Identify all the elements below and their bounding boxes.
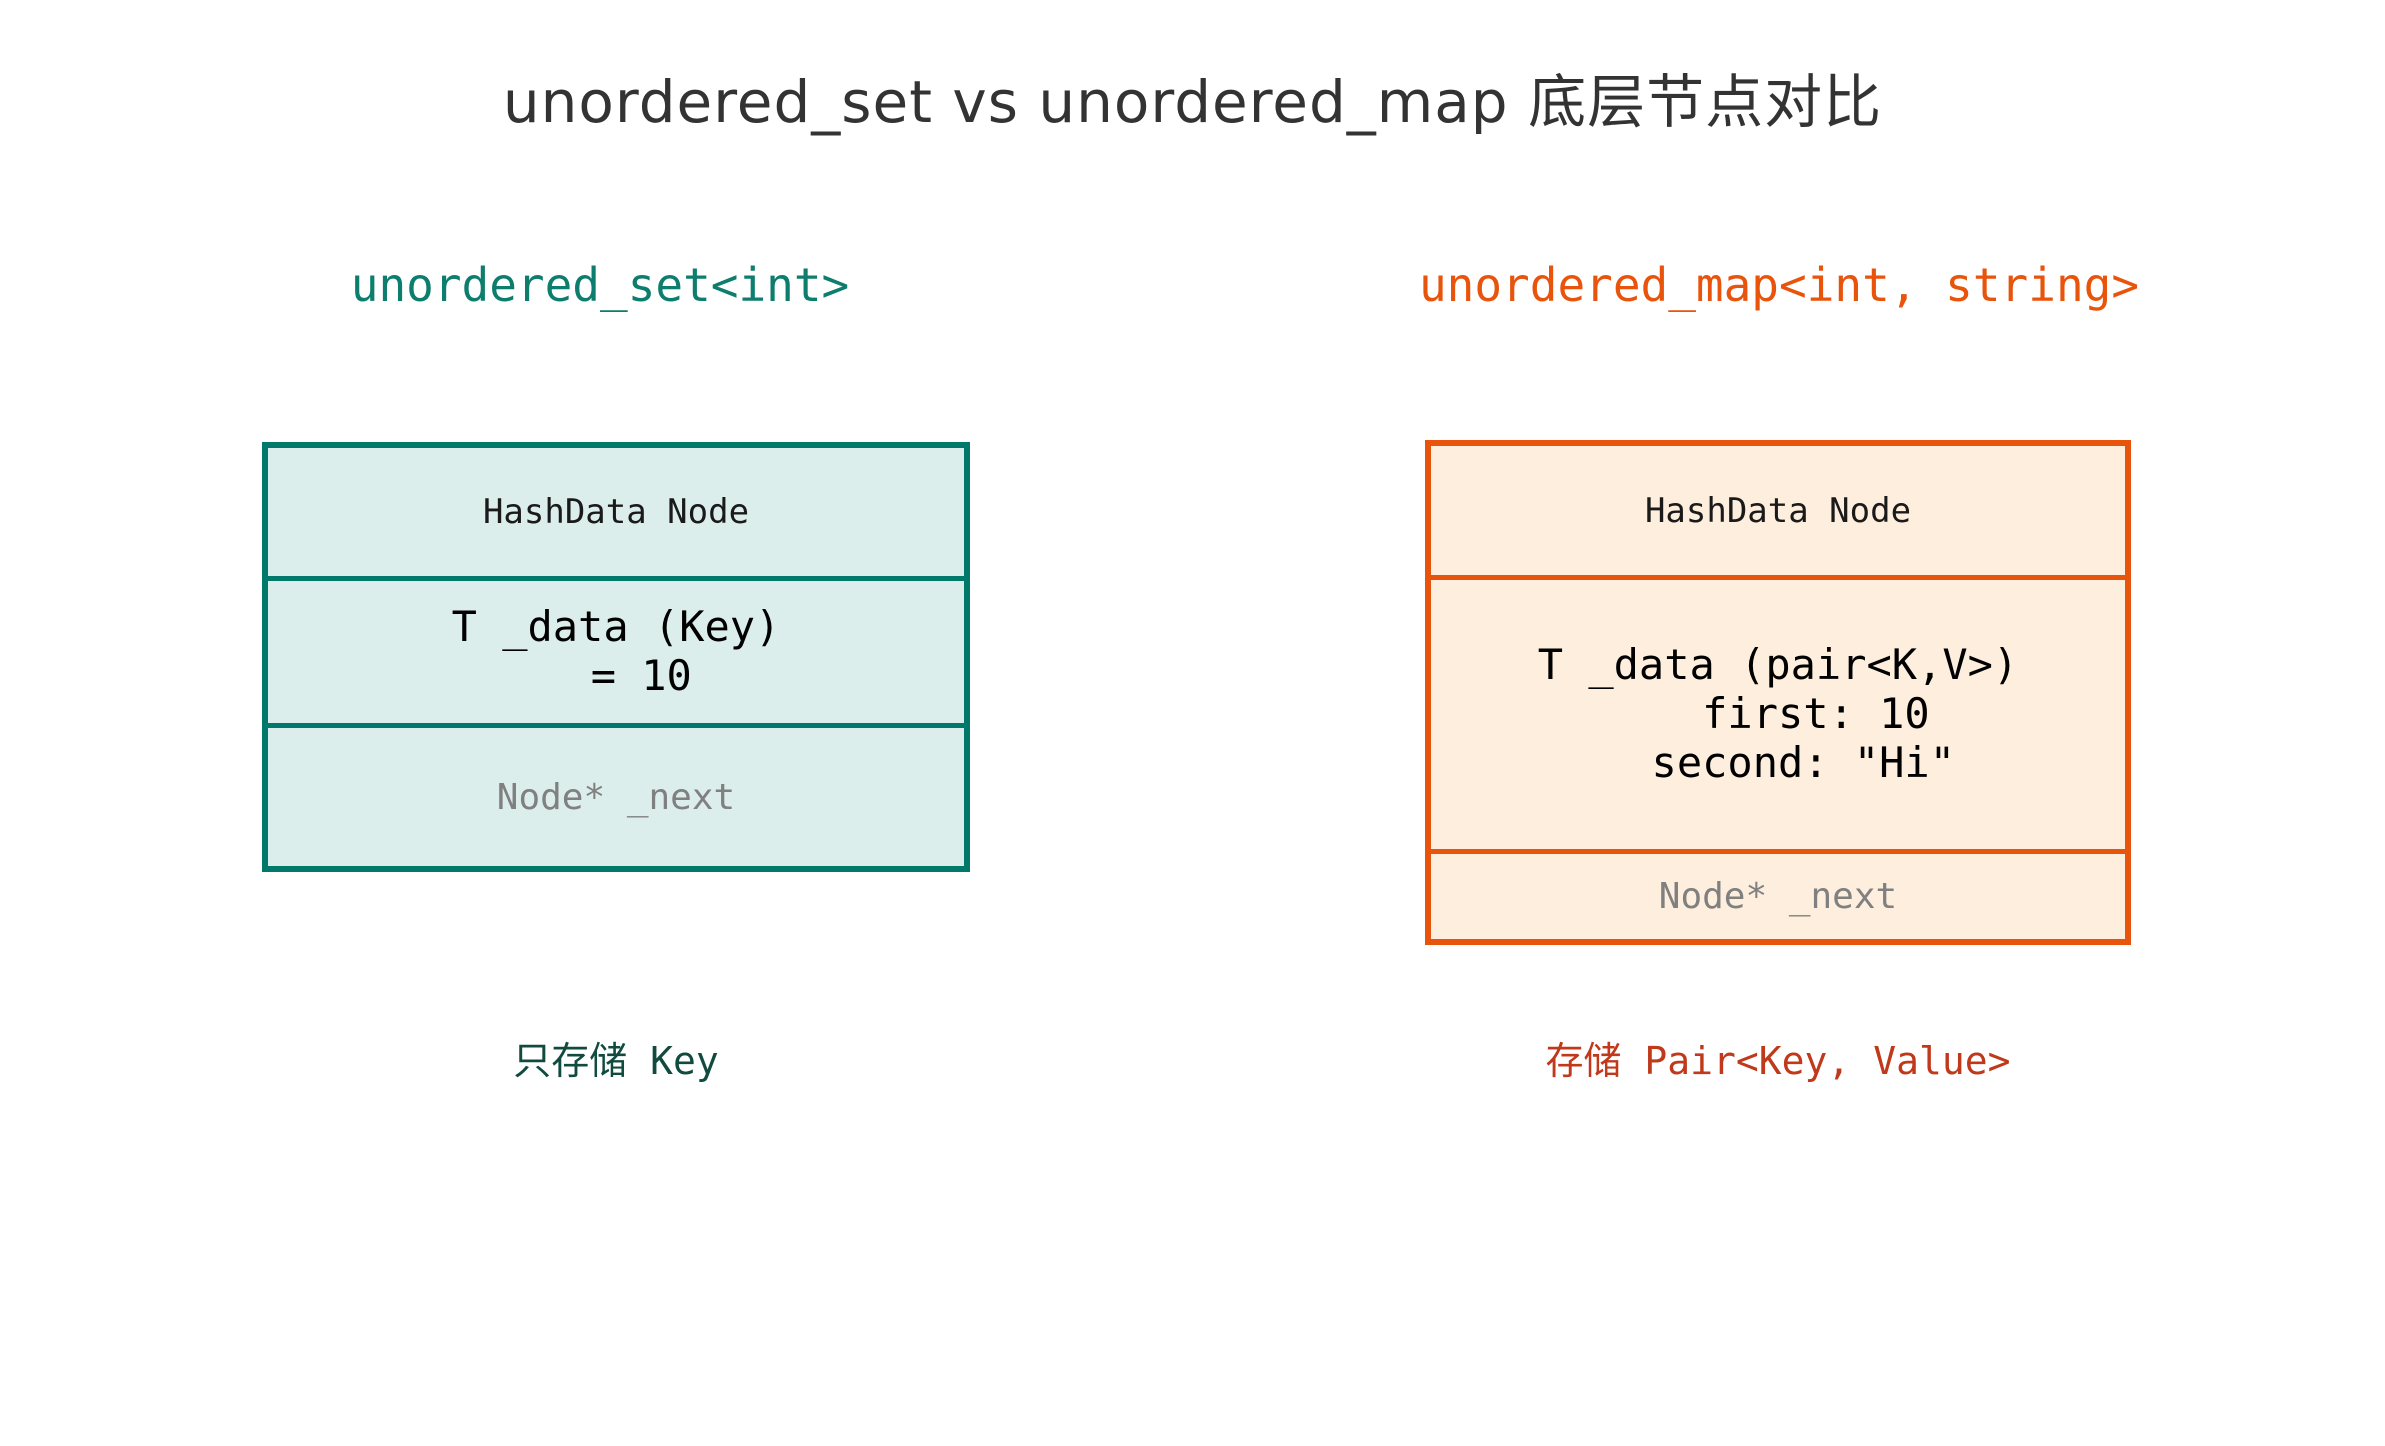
node-header-row: HashData Node bbox=[268, 448, 964, 581]
panel-unordered-set: unordered_set<int> HashData Node T _data… bbox=[0, 0, 1192, 1446]
panel-unordered-map: unordered_map<int, string> bbox=[1193, 0, 2385, 1446]
panel-heading-unordered-set: unordered_set<int> bbox=[350, 258, 850, 312]
page-title: unordered_set vs unordered_map 底层节点对比 bbox=[502, 68, 1883, 136]
node-header-row: HashData Node bbox=[1431, 446, 2125, 580]
caption-unordered-map: 存储 Pair<Key, Value> bbox=[1545, 1039, 2011, 1083]
node-data-row: T _data (Key) = 10 bbox=[268, 581, 964, 728]
caption-unordered-set: 只存储 Key bbox=[513, 1039, 719, 1083]
node-next-pointer-row: Node* _next bbox=[268, 728, 964, 866]
node-box-unordered-set: HashData Node T _data (Key) = 10 Node* _… bbox=[262, 442, 970, 872]
node-next-pointer-row: Node* _next bbox=[1431, 854, 2125, 939]
panel-heading-unordered-map: unordered_map<int, string> bbox=[1418, 258, 2140, 312]
node-data-row: T _data (pair<K,V>) first: 10 second: "H… bbox=[1431, 580, 2125, 854]
node-box-unordered-map: HashData Node T _data (pair<K,V>) first:… bbox=[1425, 440, 2131, 945]
